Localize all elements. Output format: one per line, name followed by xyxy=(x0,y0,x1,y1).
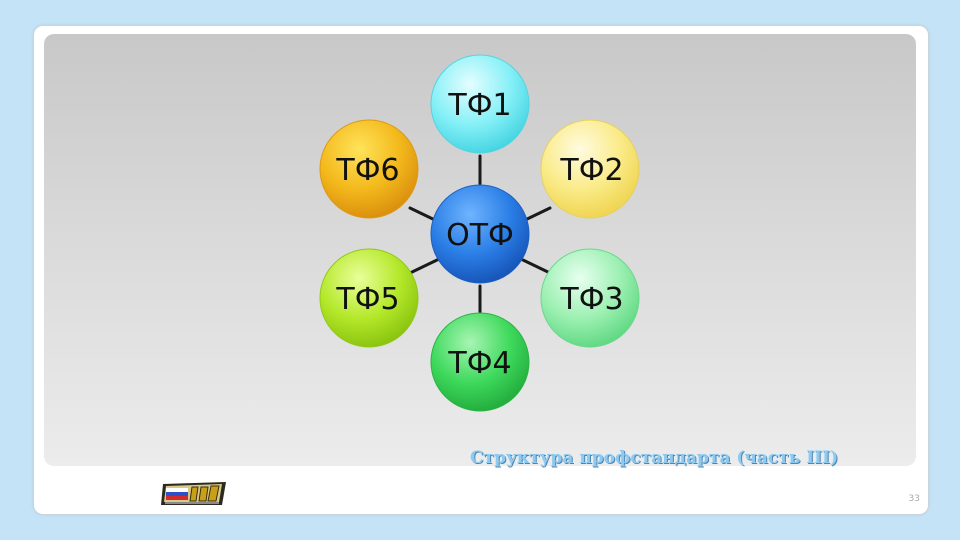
node-tf1: ТФ1 xyxy=(430,54,530,154)
page-number: 33 xyxy=(908,494,920,504)
node-tf4-label: ТФ4 xyxy=(447,346,511,381)
node-tf3: ТФ3 xyxy=(540,248,640,348)
connector-tf3 xyxy=(521,258,552,275)
node-tf4: ТФ4 xyxy=(430,312,530,412)
node-tf2: ТФ2 xyxy=(540,119,640,219)
node-tf5: ТФ5 xyxy=(319,248,419,348)
node-tf6: ТФ6 xyxy=(319,119,419,219)
node-tf6-label: ТФ6 xyxy=(335,153,399,188)
node-tf1-label: ТФ1 xyxy=(447,88,511,123)
slide-caption: Структура профстандарта (часть III) xyxy=(470,448,839,468)
node-tf3-label: ТФ3 xyxy=(559,282,623,317)
organization-logo xyxy=(161,482,226,505)
connector-tf5 xyxy=(408,258,439,275)
connector-tf6 xyxy=(408,206,439,223)
node-center-label: ОТФ xyxy=(446,218,514,253)
node-center: ОТФ xyxy=(430,184,530,284)
node-tf2-label: ТФ2 xyxy=(559,153,623,188)
connector-tf2 xyxy=(521,206,552,223)
node-tf5-label: ТФ5 xyxy=(335,282,399,317)
connectors xyxy=(408,154,552,314)
